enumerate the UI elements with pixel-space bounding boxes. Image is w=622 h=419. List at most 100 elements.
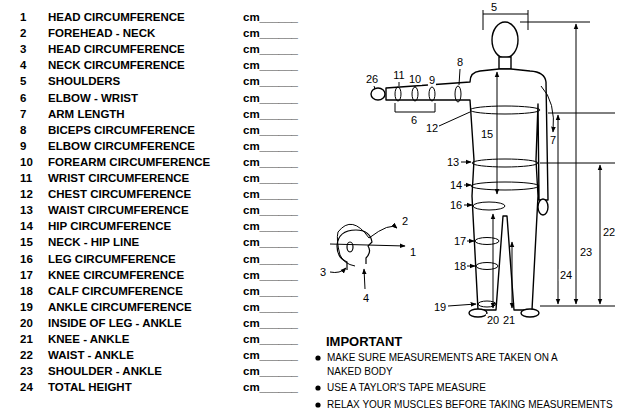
arc-arrow (541, 86, 554, 132)
row-number: 6 (20, 92, 26, 106)
callout-number: 22 (602, 226, 616, 238)
unit-blank: cm______ (243, 172, 298, 186)
measurement-name: KNEE - ANKLE (48, 333, 129, 347)
measurement-name: BICEPS CIRCUMFERENCE (48, 124, 195, 138)
row-number: 12 (20, 188, 33, 202)
unit-blank: cm______ (243, 365, 298, 379)
leader-arrow (364, 269, 365, 289)
leader-arrow (461, 162, 471, 163)
measurement-name: FOREARM CIRCUMFERENCE (48, 156, 210, 170)
callout-number: 6 (410, 114, 418, 126)
ear (347, 242, 353, 252)
dimension-line (493, 214, 494, 308)
measurement-name: NECK CIRCUMFERENCE (48, 59, 185, 73)
guide-line (540, 163, 615, 164)
leader-line (374, 86, 375, 89)
row-number: 9 (20, 140, 26, 154)
leader-arrow (448, 304, 476, 306)
leader-line (459, 69, 460, 85)
unit-blank: cm______ (243, 253, 298, 267)
callout-number: 4 (362, 292, 370, 304)
circumference-line (330, 244, 405, 246)
unit-blank: cm______ (243, 317, 298, 331)
neck (499, 57, 511, 69)
callout-number: 14 (449, 179, 463, 191)
dimension-tick (483, 10, 484, 30)
notice-text: USE A TAYLOR'S TAPE MEASURE (327, 382, 486, 394)
row-number: 17 (20, 269, 33, 283)
row-number: 1 (20, 11, 26, 25)
row-number: 4 (20, 59, 26, 73)
measurement-name: WAIST CIRCUMFERENCE (48, 204, 189, 218)
callout-number: 1 (409, 246, 417, 258)
torso-limbs (386, 69, 548, 310)
wrist-ring (395, 87, 401, 101)
row-number: 8 (20, 124, 26, 138)
biceps-ring (455, 86, 461, 102)
row-number: 20 (20, 317, 33, 331)
bullet (315, 385, 320, 390)
callout-number: 5 (490, 1, 498, 13)
leader-arrow (467, 266, 475, 267)
callout-number: 3 (319, 266, 327, 278)
row-number: 3 (20, 43, 26, 57)
measurement-name: WRIST CIRCUMFERENCE (48, 172, 189, 186)
calf-ring (476, 263, 498, 270)
leader-line (399, 82, 400, 86)
knee-ring (475, 238, 499, 245)
chest-ring (470, 106, 540, 114)
measurement-name: HIP CIRCUMFERENCE (48, 220, 171, 234)
row-number: 14 (20, 220, 33, 234)
measurement-name: SHOULDERS (48, 75, 120, 89)
measurement-name: HEAD CIRCUMFERENCE (48, 43, 185, 57)
callout-number: 8 (456, 56, 464, 68)
row-number: 15 (20, 236, 33, 250)
bullet (315, 402, 320, 407)
dimension-line (512, 242, 513, 308)
measurement-name: ELBOW - WRIST (48, 92, 138, 106)
unit-blank: cm______ (243, 381, 298, 395)
callout-number: 18 (453, 260, 467, 272)
row-number: 18 (20, 285, 33, 299)
callout-number: 9 (428, 74, 436, 86)
unit-blank: cm______ (243, 124, 298, 138)
leader-arrow (369, 226, 397, 238)
unit-blank: cm______ (243, 108, 298, 122)
callout-number: 24 (559, 269, 573, 281)
unit-blank: cm______ (243, 27, 298, 41)
measurement-name: TOTAL HEIGHT (48, 381, 132, 395)
dimension-tick (528, 10, 529, 30)
leader-arrow (464, 185, 471, 186)
row-number: 5 (20, 75, 26, 89)
callout-number: 17 (453, 235, 467, 247)
dimension-line (483, 14, 528, 15)
callout-number: 23 (579, 246, 593, 258)
measurement-name: HEAD CIRCUMFERENCE (48, 11, 185, 25)
unit-blank: cm______ (243, 75, 298, 89)
unit-blank: cm______ (243, 92, 298, 106)
callout-number: 11 (392, 69, 405, 81)
unit-blank: cm______ (243, 220, 298, 234)
guide-line (548, 113, 615, 114)
unit-blank: cm______ (243, 43, 298, 57)
callout-number: 20 (486, 314, 500, 326)
row-number: 10 (20, 156, 33, 170)
forearm-ring (412, 87, 418, 101)
row-number: 2 (20, 27, 26, 41)
measurement-name: NECK - HIP LINE (48, 236, 139, 250)
measurement-name: CHEST CIRCUMFERENCE (48, 188, 191, 202)
row-number: 7 (20, 108, 26, 122)
row-number: 22 (20, 349, 33, 363)
waist-ring (472, 159, 538, 167)
foot (521, 309, 539, 317)
measurement-name: CALF CIRCUMFERENCE (48, 285, 183, 299)
unit-blank: cm______ (243, 11, 298, 25)
dimension-line (600, 165, 601, 304)
dimension-line (497, 72, 498, 194)
leg-ring (473, 202, 505, 210)
head (492, 22, 518, 58)
callout-number: 19 (433, 301, 447, 313)
callout-number: 13 (446, 156, 460, 168)
